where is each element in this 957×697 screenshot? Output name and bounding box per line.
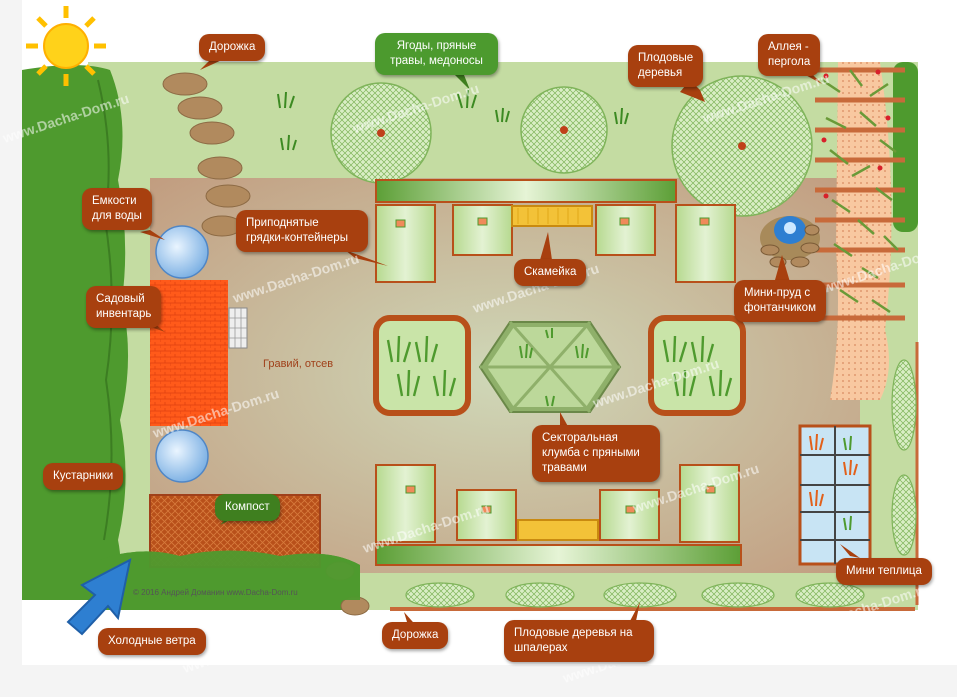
herb-bed-right [648,315,746,416]
label-fruit-trees: Плодовые деревья [628,45,704,87]
label-garden-tools: Садовый инвентарь [86,286,162,328]
stepping-stones [162,72,370,616]
bench-bottom [517,519,599,541]
label-path-bottom: Дорожка [382,622,449,649]
bottom-strip [22,665,957,697]
label-sector-bed: Секторальная клумба с пряными травами [532,425,660,482]
long-bed-top [375,179,677,203]
copyright-text: © 2016 Андрей Доманин www.Dacha-Dom.ru [133,588,298,597]
pergola-beams [815,67,905,321]
greenhouse-grid [800,426,870,564]
label-berries-herbs: Ягоды, пряные травы, медоносы [375,33,498,75]
herb-tufts [277,89,629,151]
herb-bed-plants [386,335,733,397]
label-compost: Компост [215,494,280,521]
label-bench: Скамейка [514,259,587,286]
label-pergola-alley: Аллея - пергола [758,34,821,76]
sector-flowerbed [478,321,622,413]
water-tank-2 [155,429,209,483]
label-mini-greenhouse: Мини теплица [836,558,932,585]
label-raised-beds: Приподнятые грядки-контейнеры [236,210,368,252]
herb-bed-left [373,315,471,416]
cold-wind-arrow-icon [66,558,132,636]
tree-trunks [377,126,746,150]
raised-beds-bottom [375,464,740,543]
label-gravel: Гравий, отсев [263,358,334,370]
pergola-hedge [893,62,918,232]
long-bed-bottom [375,544,742,566]
pergola-flowers [821,69,891,199]
greenhouse-plants-green [843,435,852,531]
raised-beds-top [375,204,736,283]
shrubs-hedge [22,65,129,600]
greenhouse-plants [809,433,858,507]
sun-icon [26,6,106,86]
label-cold-winds: Холодные ветра [98,628,206,655]
label-mini-pond: Мини-пруд с фонтанчиком [734,280,826,322]
water-tank-1 [155,225,209,279]
pergola-vines [821,69,899,314]
bench-top [511,205,593,227]
east-espalier [891,359,917,556]
tool-shed [150,280,228,426]
label-shrubs: Кустарники [43,463,124,490]
sector-herbs [519,328,589,407]
bottom-espalier-trees [405,582,865,608]
mini-pond [760,216,820,268]
label-water-tanks: Емкости для воды [82,188,152,230]
bed-seedlings [395,217,716,514]
label-espalier-trees: Плодовые деревья на шпалерах [504,620,654,662]
label-path-top: Дорожка [199,34,266,61]
tool-rack-grid [229,308,247,348]
bench-top-slats [517,208,579,224]
compost-hedge [100,550,360,600]
